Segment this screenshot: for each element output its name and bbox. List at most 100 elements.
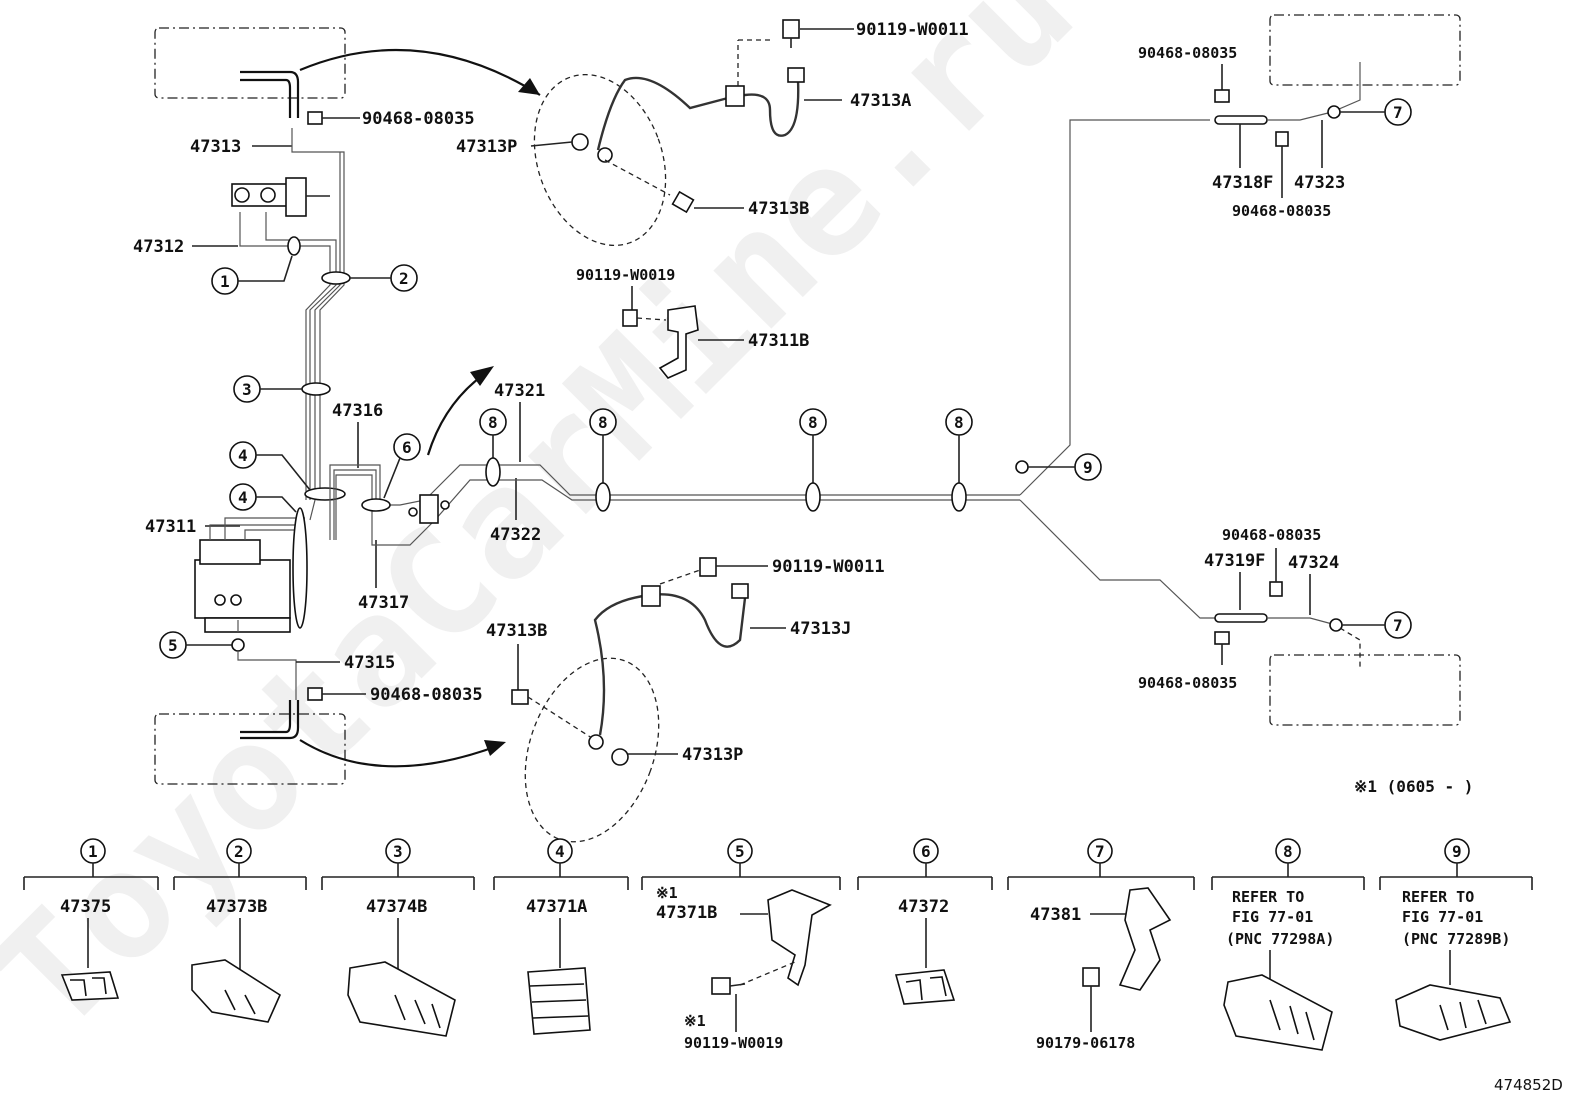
label-47311: 47311 [145, 517, 196, 537]
front-left-hose-end-sketch [240, 70, 300, 118]
label-90468-08035-br2: 90468-08035 [1138, 674, 1237, 692]
legend-item-7: 7 47381 90179-06178 [1007, 838, 1195, 1052]
label-90468-08035-tl: 90468-08035 [362, 109, 475, 129]
callout-3: 3 [233, 375, 302, 403]
label-47315: 47315 [344, 653, 395, 673]
callout-4b: 4 [229, 483, 297, 513]
label-47312: 47312 [133, 237, 184, 257]
bolt-90119-w0019-legend-icon [711, 977, 731, 995]
svg-text:※1: ※1 [656, 884, 678, 902]
union-nut-47313P-bot [611, 748, 629, 766]
brake-line-rear-right [1019, 119, 1210, 496]
hose-end-fitting [787, 67, 805, 83]
hose-eye-bottom [588, 734, 604, 750]
hose-eye-top [597, 147, 613, 163]
label-90119-w0019-mid: 90119-W0019 [576, 266, 675, 284]
clamp-47374B-icon [347, 961, 456, 1037]
label-90468-08035-tr2: 90468-08035 [1232, 202, 1331, 220]
label-90468-08035-tr1: 90468-08035 [1138, 44, 1237, 62]
clamp-4b-marker [292, 507, 308, 629]
clamp-3-marker [301, 382, 331, 396]
svg-text:5: 5 [735, 842, 745, 861]
svg-text:9: 9 [1083, 458, 1093, 477]
clamp-77298A-icon [1223, 974, 1333, 1051]
label-90468-08035-bl: 90468-08035 [370, 685, 483, 705]
diagram-id: 474852D [1494, 1076, 1563, 1094]
clamp-1-marker [287, 236, 301, 256]
flex-hose-47313A [596, 76, 800, 151]
svg-text:47371B: 47371B [656, 903, 717, 923]
svg-text:90179-06178: 90179-06178 [1036, 1034, 1135, 1052]
label-47323: 47323 [1294, 173, 1345, 193]
arrow-head-front-right [484, 740, 506, 756]
svg-text:2: 2 [399, 269, 409, 288]
svg-text:8: 8 [1283, 842, 1293, 861]
brake-line-47315 [237, 620, 297, 700]
label-47313B-top: 47313B [748, 199, 809, 219]
front-right-hose-end-sketch [240, 700, 300, 740]
svg-text:9: 9 [1452, 842, 1462, 861]
label-90119-w0011-top: 90119-W0011 [856, 20, 969, 40]
label-47313P-bot: 47313P [682, 745, 743, 765]
bolt-47313B-top-icon [671, 190, 695, 214]
front-left-detail-ellipse [533, 73, 667, 247]
clamp-4a-marker [304, 487, 346, 501]
arrow-to-front-right-detail [299, 739, 501, 768]
rear-left-wheel-area-box [1269, 654, 1461, 726]
svg-text:5: 5 [168, 636, 178, 655]
clamp-77289B-icon [1395, 984, 1512, 1041]
bolt-90119-w0019-mid-icon [622, 309, 667, 327]
svg-text:REFER TO: REFER TO [1402, 888, 1474, 906]
svg-text:47372: 47372 [898, 897, 949, 917]
legend-item-1: 1 47375 [23, 838, 159, 1001]
label-47324: 47324 [1288, 553, 1339, 573]
callout-1: 1 [211, 255, 293, 295]
clamp-2-marker [321, 271, 351, 285]
front-right-detail-ellipse [524, 657, 660, 843]
svg-text:4: 4 [238, 446, 248, 465]
svg-text:8: 8 [488, 413, 498, 432]
bolt-90119-w0011-top-icon [782, 19, 800, 48]
front-right-wheel-area-box [154, 713, 346, 785]
brake-line-rear-left [1019, 499, 1215, 619]
label-47321: 47321 [494, 381, 545, 401]
arrow-head-front-left [518, 78, 540, 95]
clamp-47375-icon [60, 971, 120, 1001]
label-90119-w0011-bot: 90119-W0011 [772, 557, 885, 577]
svg-text:47381: 47381 [1030, 905, 1081, 925]
svg-text:8: 8 [598, 413, 608, 432]
svg-text:47371A: 47371A [526, 897, 587, 917]
label-47313: 47313 [190, 137, 241, 157]
clamp-47372-icon [894, 969, 956, 1005]
svg-text:FIG 77-01: FIG 77-01 [1402, 908, 1483, 926]
svg-text:2: 2 [234, 842, 244, 861]
legend-item-6: 6 47372 [857, 838, 993, 1005]
hose-47319F-icon [1214, 613, 1268, 623]
label-47316: 47316 [332, 401, 383, 421]
label-47322: 47322 [490, 525, 541, 545]
clip-90468-tr1-icon [1214, 89, 1230, 103]
legend-item-8: 8 REFER TO FIG 77-01 (PNC 77298A) [1211, 838, 1365, 1051]
svg-text:1: 1 [220, 272, 230, 291]
callout-9: 9 [1028, 453, 1102, 481]
brake-line-left-bundle [239, 128, 345, 521]
svg-text:FIG 77-01: FIG 77-01 [1232, 908, 1313, 926]
legend-item-2: 2 47373B [173, 838, 307, 1023]
legend-item-5: 5 ※1 47371B ※1 90119-W0019 [641, 838, 841, 1052]
svg-text:4: 4 [555, 842, 565, 861]
bolt-47313B-bot-icon [511, 689, 596, 741]
callout-8-c: 8 [799, 408, 827, 512]
clip-47381-icon [1118, 887, 1172, 991]
junction-9-marker [1015, 460, 1029, 474]
clip-90468-bl-icon [307, 687, 323, 701]
clip-90468-tr2-icon [1275, 131, 1289, 147]
callout-5: 5 [159, 631, 245, 659]
clip-90468-br1-icon [1269, 581, 1283, 597]
label-47313A: 47313A [850, 91, 911, 111]
callout-8-d: 8 [945, 408, 973, 512]
svg-text:47375: 47375 [60, 897, 111, 917]
label-47313B-bot: 47313B [486, 621, 547, 641]
callout-7-top: 7 [1327, 98, 1412, 126]
joint-block-icon [408, 494, 450, 524]
bracket-mount [725, 85, 745, 107]
